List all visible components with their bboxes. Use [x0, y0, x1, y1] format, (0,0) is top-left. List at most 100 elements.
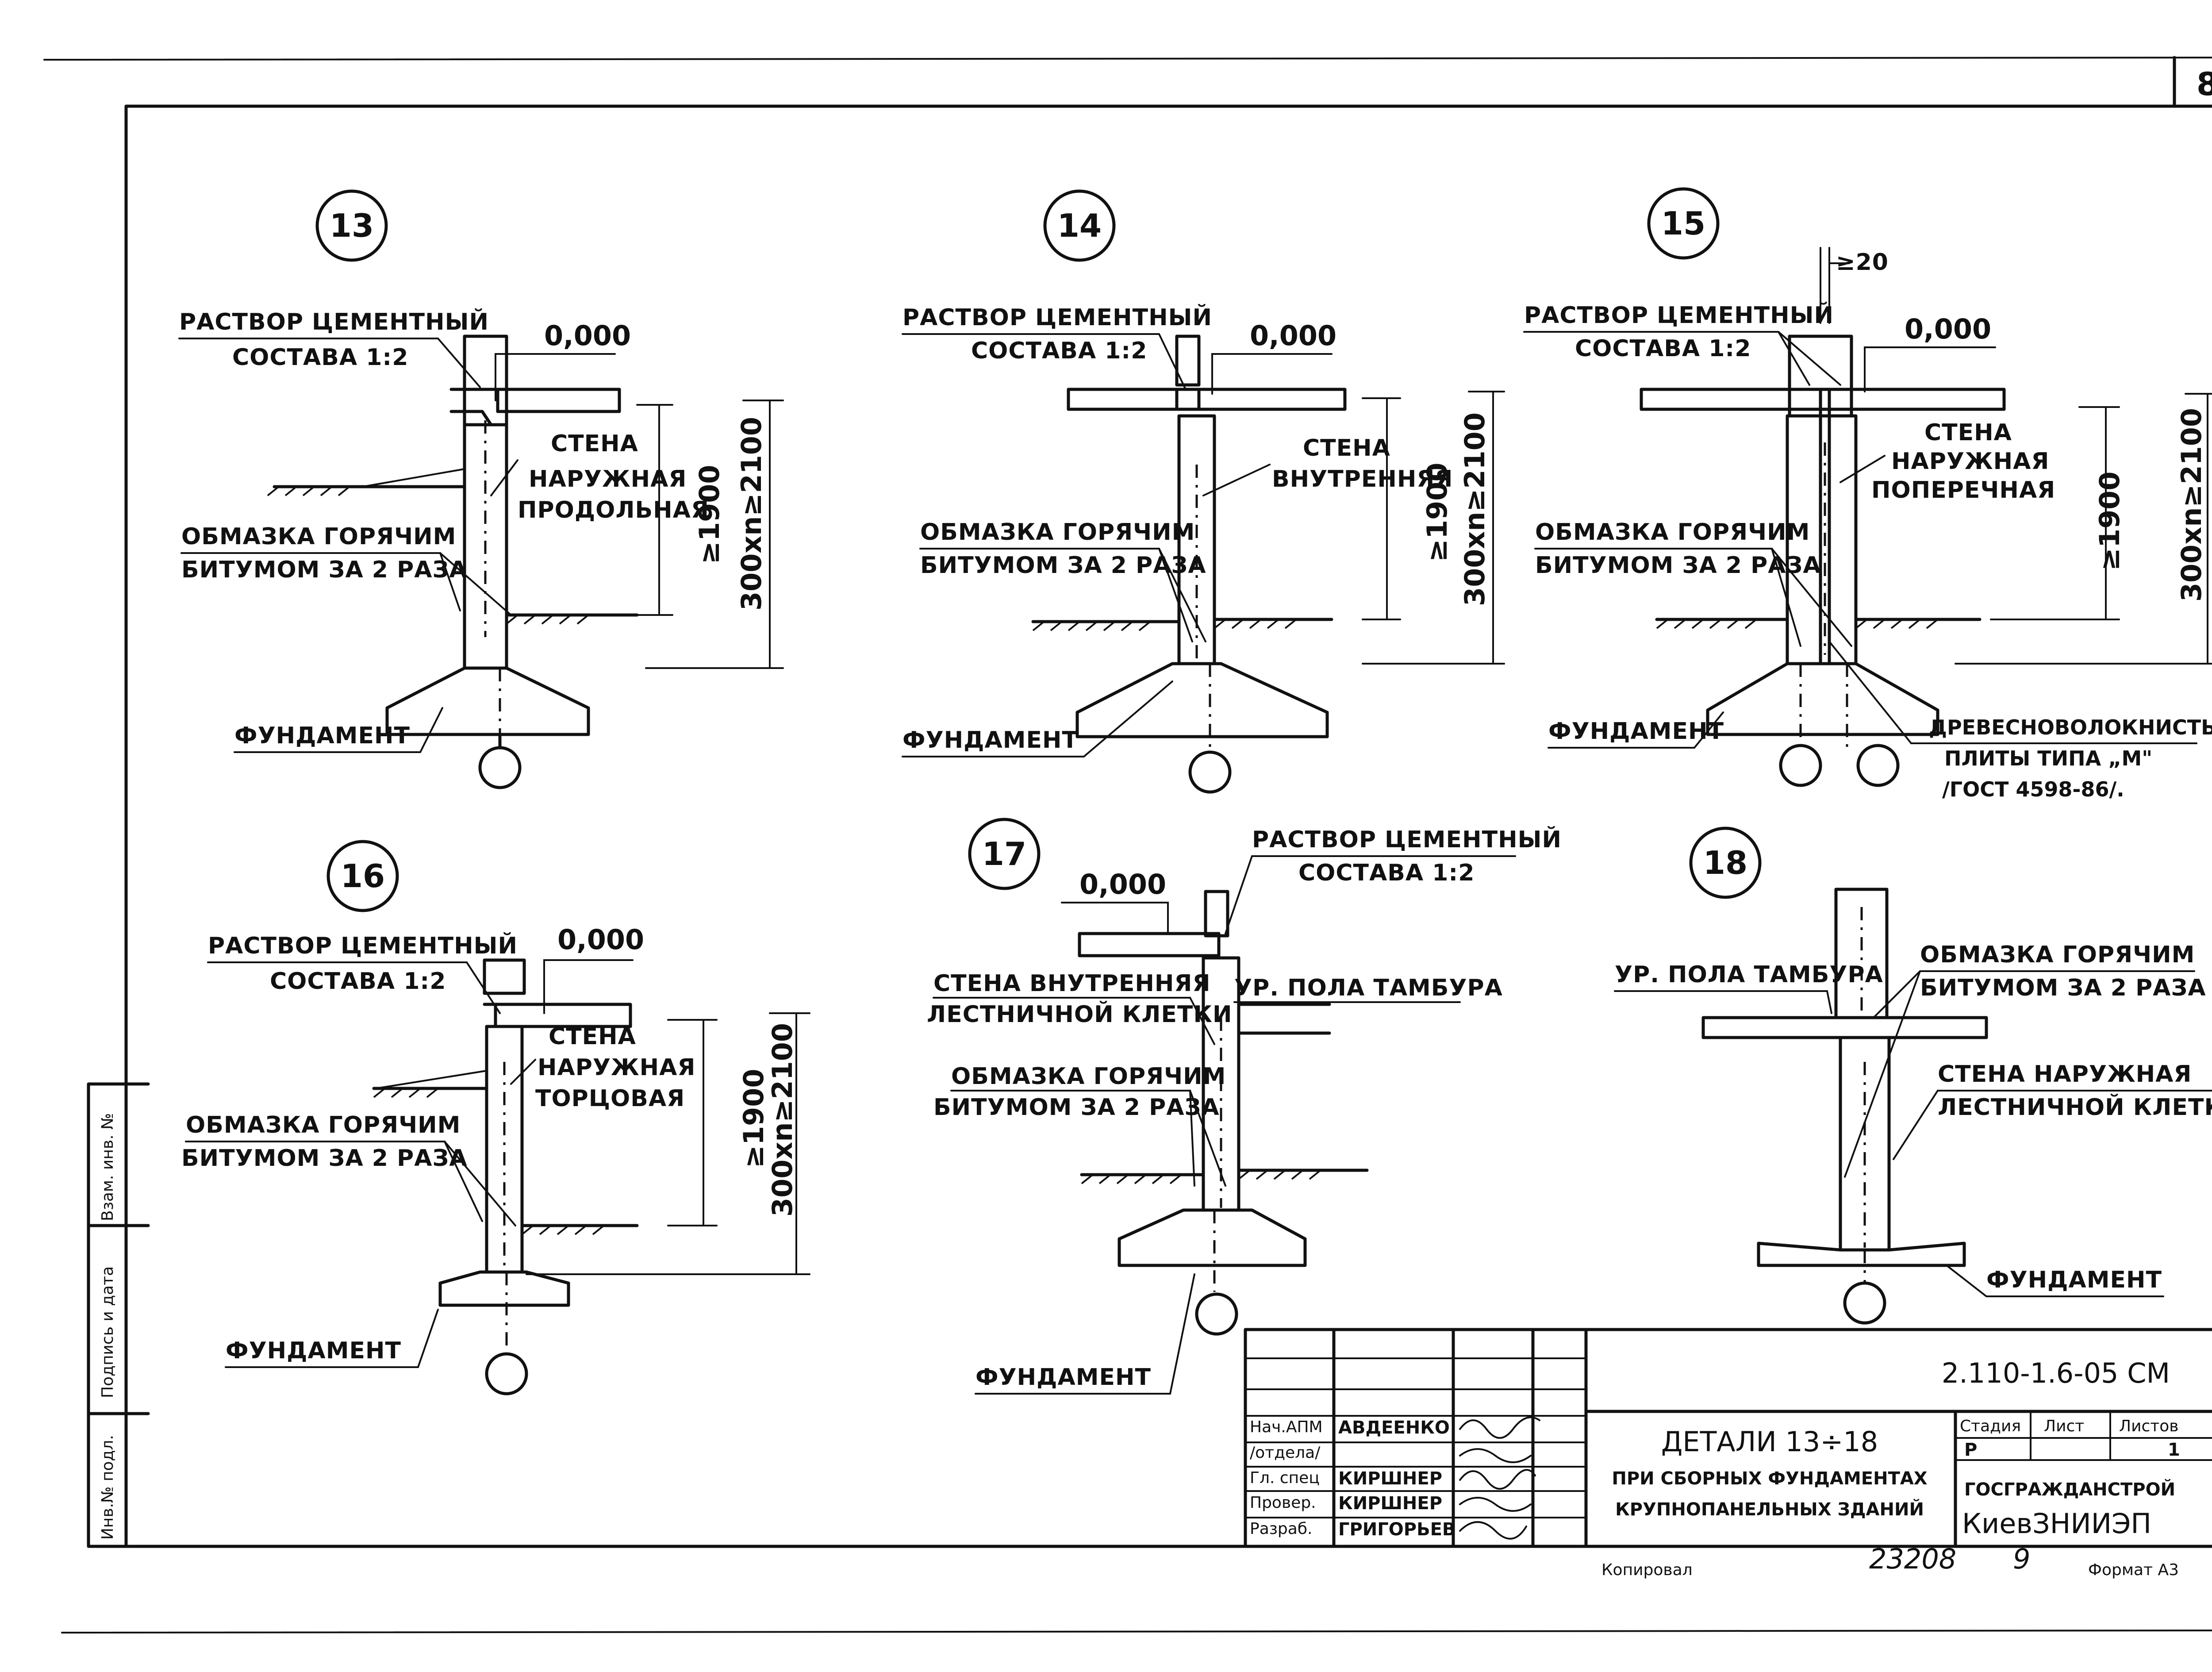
detail-15-foundation-label: ФУНДАМЕНТ	[1548, 718, 1724, 745]
detail-18-wall-label: СТЕНА НАРУЖНАЯ	[1938, 1061, 2192, 1088]
sheets-value: 1	[2168, 1440, 2180, 1460]
detail-14-mortar-label-2: СОСТАВА 1:2	[971, 338, 1147, 364]
detail-13-dim-b: 300xn≥2100	[735, 417, 768, 611]
detail-17-level: 0,000	[1079, 868, 1166, 900]
detail-17-coating-label: ОБМАЗКА ГОРЯЧИМ	[951, 1063, 1226, 1090]
detail-16-mortar-label-2: СОСТАВА 1:2	[270, 968, 446, 995]
top-trim-line	[43, 57, 2212, 61]
detail-17-floor-label: УР. ПОЛА ТАМБУРА	[1234, 975, 1503, 1001]
detail-14-marker	[1043, 189, 1116, 262]
drawing-frame	[124, 104, 2212, 1548]
role-4: Провер.	[1250, 1494, 1316, 1512]
detail-16-dim-a: ≥1900	[737, 1069, 770, 1168]
detail-14-coating-label-2: БИТУМОМ ЗА 2 РАЗА	[920, 552, 1206, 579]
detail-18-floor-label: УР. ПОЛА ТАМБУРА	[1615, 961, 1883, 988]
detail-15-mortar-label-2: СОСТАВА 1:2	[1575, 335, 1751, 362]
organization-line-2: КиевЗНИИЭП	[1962, 1507, 2151, 1540]
detail-16-wall-label-3: ТОРЦОВАЯ	[535, 1085, 685, 1112]
detail-17-mortar-label: РАСТВОР ЦЕМЕНТНЫЙ	[1252, 826, 1562, 853]
detail-13-wall-label-2: НАРУЖНАЯ	[529, 466, 687, 492]
detail-14-mortar-label: РАСТВОР ЦЕМЕНТНЫЙ	[902, 304, 1212, 331]
detail-13-mortar-label: РАСТВОР ЦЕМЕНТНЫЙ	[179, 308, 489, 335]
detail-16: 16 РАСТВОР ЦЕМЕНТНЫЙ СОСТАВА 1:2 0,000 С…	[181, 840, 810, 1395]
sheet-header: Лист	[2044, 1417, 2084, 1435]
archive-number: 23208	[1869, 1543, 1956, 1575]
strip-replace-label: Взам. инв. №	[99, 1113, 117, 1221]
detail-18-coating-label-2: БИТУМОМ ЗА 2 РАЗА	[1920, 975, 2206, 1001]
name-4: КИРШНЕР	[1338, 1493, 1442, 1514]
detail-16-marker	[326, 840, 399, 912]
strip-sign-label: Подпись и дата	[99, 1266, 117, 1398]
detail-13-coating-label-2: БИТУМОМ ЗА 2 РАЗА	[181, 557, 468, 583]
detail-16-coating-label: ОБМАЗКА ГОРЯЧИМ	[186, 1112, 461, 1138]
detail-16-number: 16	[341, 857, 385, 895]
role-1: Нач.АПМ	[1250, 1418, 1323, 1436]
detail-14-dim-b: 300xn≥2100	[1459, 412, 1491, 606]
detail-14-dim-a: ≥1900	[1421, 462, 1453, 562]
detail-16-dim-b: 300xn≥2100	[766, 1023, 799, 1217]
detail-14-level: 0,000	[1250, 319, 1336, 352]
sheet-number-box: 8	[2173, 56, 2212, 108]
organization-line-1: ГОСГРАЖДАНСТРОЙ	[1964, 1479, 2175, 1500]
detail-14-number: 14	[1057, 207, 1102, 244]
detail-18-foundation-label: ФУНДАМЕНТ	[1986, 1267, 2162, 1293]
sheet-number: 8	[2197, 65, 2212, 103]
detail-13-number: 13	[330, 207, 374, 244]
detail-13-mortar-label-2: СОСТАВА 1:2	[232, 344, 408, 371]
stage-value: Р	[1964, 1440, 1977, 1460]
detail-15-level: 0,000	[1905, 313, 1991, 345]
detail-15-wall-label-2: НАРУЖНАЯ	[1891, 448, 2049, 475]
detail-13-wall-label-3: ПРОДОЛЬНАЯ	[518, 497, 709, 523]
detail-18-number: 18	[1703, 844, 1747, 881]
detail-16-level: 0,000	[557, 923, 644, 956]
detail-15-dim-a: ≥1900	[2093, 471, 2126, 571]
title-line-2: ПРИ СБОРНЫХ ФУНДАМЕНТАХ	[1612, 1468, 1927, 1489]
detail-17-foundation-label: ФУНДАМЕНТ	[975, 1364, 1151, 1391]
detail-13-wall-label: СТЕНА	[551, 430, 638, 457]
detail-17-wall-label: СТЕНА ВНУТРЕННЯЯ	[933, 970, 1211, 997]
bottom-trim-line	[61, 1630, 2212, 1634]
detail-15-board-label-3: /ГОСТ 4598-86/.	[1942, 777, 2124, 801]
detail-16-wall-label-2: НАРУЖНАЯ	[538, 1054, 695, 1081]
detail-15-wall-label-3: ПОПЕРЕЧНАЯ	[1871, 477, 2055, 504]
detail-17: 17 РАСТВОР ЦЕМЕНТНЫЙ СОСТАВА 1:2 0,000 С…	[927, 818, 1562, 1395]
detail-15-marker	[1647, 187, 1720, 260]
detail-13-foundation-label: ФУНДАМЕНТ	[234, 723, 410, 749]
sheets-header: Листов	[2119, 1417, 2178, 1435]
detail-18: 18 УР. ПОЛА ТАМБУРА ОБМАЗКА ГОРЯЧИМ БИТУ…	[1614, 826, 2212, 1325]
archive-page: 9	[2013, 1543, 2030, 1575]
detail-17-number: 17	[982, 835, 1026, 873]
detail-15-dim-b: 300xn≥2100	[2175, 408, 2208, 602]
role-3: Гл. спец	[1250, 1469, 1320, 1487]
stage-header: Стадия	[1960, 1417, 2021, 1435]
detail-13: 13 РАСТВОР ЦЕМЕНТНЫЙ СОСТАВА 1:2 0,000 С…	[178, 189, 784, 789]
detail-17-wall-label-2: ЛЕСТНИЧНОЙ КЛЕТКИ	[927, 1001, 1232, 1028]
detail-13-coating-label: ОБМАЗКА ГОРЯЧИМ	[181, 523, 456, 550]
format-label: Формат А3	[2088, 1561, 2179, 1579]
copied-label: Копировал	[1601, 1561, 1693, 1579]
detail-17-mortar-label-2: СОСТАВА 1:2	[1298, 860, 1475, 886]
detail-15-board-label-2: ПЛИТЫ ТИПА „М"	[1944, 746, 2152, 770]
detail-15-mortar-label: РАСТВОР ЦЕМЕНТНЫЙ	[1524, 302, 1834, 329]
detail-14-wall-label-2: ВНУТРЕННЯЯ	[1272, 466, 1453, 492]
detail-15-wall-label: СТЕНА	[1924, 419, 2012, 446]
detail-17-marker	[968, 818, 1041, 890]
detail-17-coating-label-2: БИТУМОМ ЗА 2 РАЗА	[933, 1094, 1220, 1121]
strip-inv-label: Инв.№ подл.	[99, 1435, 117, 1540]
detail-18-wall-label-2: ЛЕСТНИЧНОЙ КЛЕТКИ	[1938, 1094, 2212, 1121]
title-block: 2.110-1.6-05 СМ Нач.АПМ АВДЕЕНКО /отдела…	[1244, 1328, 2212, 1548]
name-5: ГРИГОРЬЕВ	[1338, 1519, 1455, 1540]
detail-15-number: 15	[1661, 205, 1705, 242]
role-2: /отдела/	[1250, 1444, 1321, 1462]
title-line-1: ДЕТАЛИ 13÷18	[1661, 1426, 1878, 1458]
title-line-3: КРУПНОПАНЕЛЬНЫХ ЗДАНИЙ	[1615, 1499, 1924, 1520]
detail-16-mortar-label: РАСТВОР ЦЕМЕНТНЫЙ	[208, 932, 518, 959]
role-5: Разраб.	[1250, 1520, 1312, 1538]
detail-16-wall-label: СТЕНА	[549, 1023, 636, 1050]
detail-15-board-label: ДРЕВЕСНОВОЛОКНИСТЫЕ	[1929, 715, 2212, 739]
detail-14-foundation-label: ФУНДАМЕНТ	[902, 727, 1078, 753]
name-1: АВДЕЕНКО	[1338, 1418, 1450, 1438]
detail-15-coating-label-2: БИТУМОМ ЗА 2 РАЗА	[1535, 552, 1821, 579]
detail-13-level: 0,000	[544, 319, 631, 352]
